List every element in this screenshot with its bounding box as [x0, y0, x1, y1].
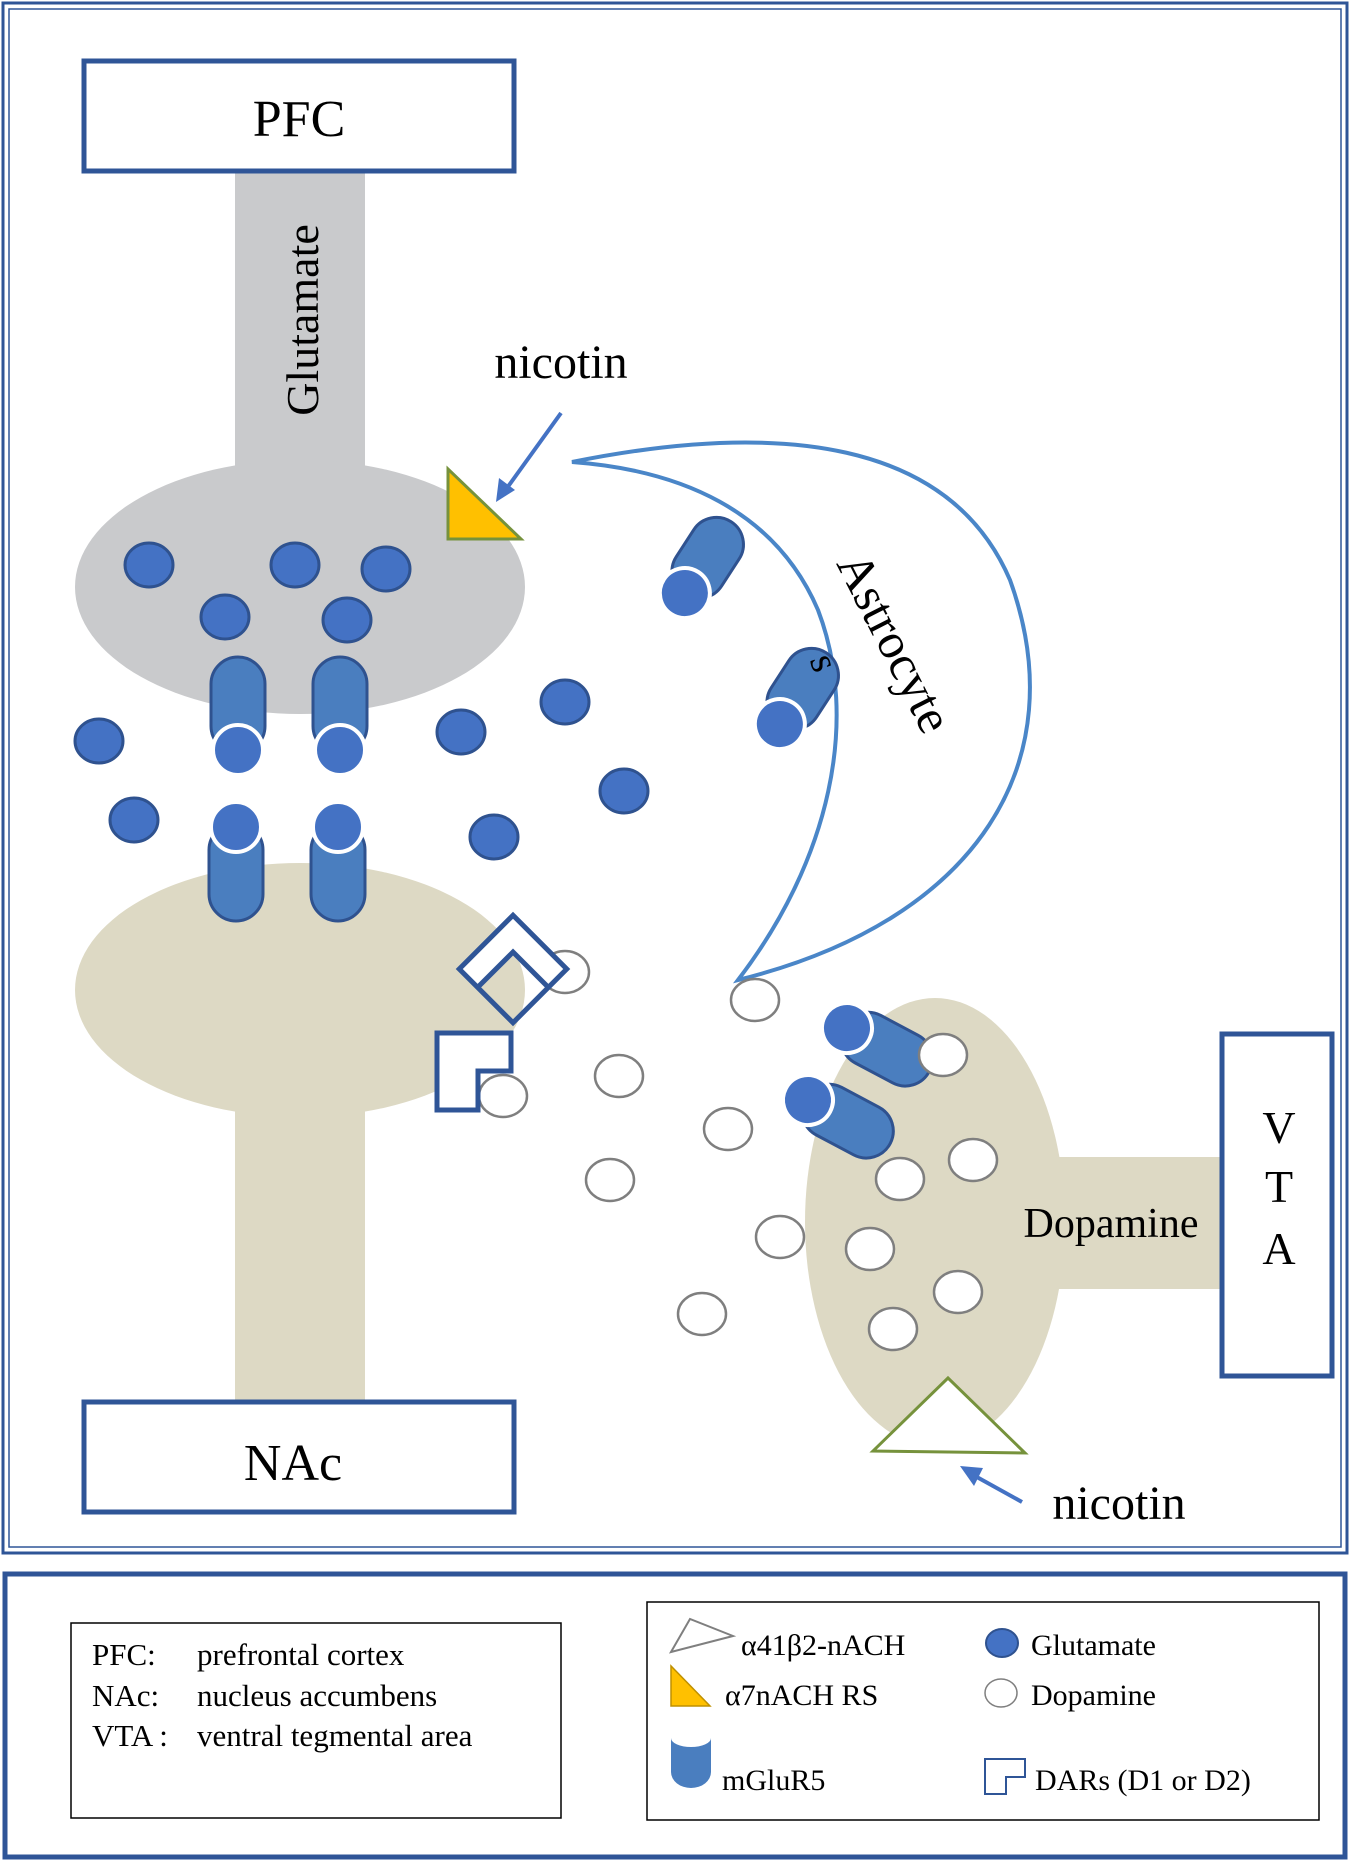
dopamine-pathway-label: Dopamine — [1024, 1201, 1199, 1247]
legend-glutamate-icon — [985, 1628, 1019, 1658]
dar-receptor-upper — [455, 911, 571, 1027]
vta-axon — [1040, 1157, 1230, 1289]
vta-label-a: A — [1262, 1223, 1295, 1274]
nac-receptor-left — [207, 800, 265, 923]
nicotin-arrow-top — [496, 411, 563, 502]
main-panel-frame — [1, 1, 1349, 1555]
dopamine-molecule — [874, 1156, 926, 1202]
dopamine-molecule — [867, 1306, 919, 1352]
legend-panel-frame — [2, 1571, 1348, 1860]
glutamate-molecule — [199, 593, 251, 641]
alpha7-nach-receptor — [446, 465, 525, 541]
nac-label: NAc — [244, 1435, 342, 1492]
nac-box: NAc — [81, 1399, 517, 1515]
abbr-vta: VTA : — [92, 1718, 168, 1753]
dopamine-molecule — [593, 1053, 645, 1099]
abbr-nac-meaning: nucleus accumbens — [197, 1678, 437, 1713]
glutamate-molecules — [73, 541, 650, 861]
glutamate-molecule — [435, 708, 487, 756]
glutamate-pathway-label: Glutamate — [277, 224, 328, 416]
abbr-vta-meaning: ventral tegmental area — [197, 1718, 473, 1753]
vta-receptor-2 — [780, 1073, 895, 1160]
nicotin-label-bottom: nicotin — [1052, 1477, 1185, 1530]
legend-dopamine-label: Dopamine — [1031, 1679, 1156, 1712]
astrocyte-outline — [571, 440, 1032, 984]
legend-a41b2-label: α41β2-nACH — [741, 1629, 905, 1662]
nac-receptor-right — [309, 800, 367, 923]
dopamine-molecule — [702, 1106, 754, 1152]
vta-label-t: T — [1265, 1161, 1293, 1212]
legend-mglur5-label: mGluR5 — [722, 1764, 825, 1797]
abbr-pfc: PFC: — [92, 1637, 156, 1672]
astrocyte-receptor-2 — [752, 646, 840, 752]
dopamine-molecule — [477, 1073, 529, 1119]
nicotin-label-top: nicotin — [494, 336, 627, 389]
abbreviation-list: PFC: prefrontal cortex NAc: nucleus accu… — [92, 1637, 473, 1753]
abbr-nac: NAc: — [92, 1678, 159, 1713]
legend-a41b2-icon — [668, 1617, 737, 1654]
glutamate-molecule — [360, 545, 412, 593]
symbol-legend: α41β2-nACH α7nACH RS mGluR5 Glutamate Do… — [668, 1617, 1251, 1797]
glutamate-molecule — [598, 767, 650, 815]
abbr-pfc-meaning: prefrontal cortex — [197, 1637, 405, 1672]
nac-terminal — [75, 863, 525, 1117]
glutamate-molecule — [269, 541, 321, 589]
nac-neuron — [75, 863, 525, 1405]
dopamine-molecule — [917, 1032, 969, 1078]
dopamine-molecule — [947, 1137, 999, 1183]
glutamate-molecule — [108, 796, 160, 844]
legend-alpha7-label: α7nACH RS — [725, 1679, 878, 1712]
legend-mglur5-icon — [671, 1738, 711, 1788]
glutamate-molecule — [321, 596, 373, 644]
glutamate-molecule — [539, 678, 591, 726]
nac-axon — [235, 1080, 365, 1405]
nicotin-arrow-bottom — [960, 1466, 1023, 1504]
vta-box: V T A — [1219, 1031, 1335, 1379]
dopamine-molecule — [676, 1291, 728, 1337]
glutamate-molecule — [73, 717, 125, 765]
legend-dars-label: DARs (D1 or D2) — [1035, 1764, 1251, 1797]
pfc-receptor-right — [311, 655, 369, 777]
dar-receptor-lower — [434, 1030, 514, 1113]
pfc-box: PFC — [81, 58, 517, 174]
glutamate-molecule — [468, 813, 520, 861]
symbol-legend-box — [646, 1601, 1320, 1821]
pfc-receptor-left — [209, 655, 267, 777]
legend-alpha7-icon — [670, 1664, 712, 1707]
a41b2-nach-receptor — [869, 1375, 1029, 1455]
dopamine-molecule — [932, 1269, 984, 1315]
dopamine-molecule — [584, 1157, 636, 1203]
pfc-label: PFC — [253, 91, 346, 148]
legend-glutamate-label: Glutamate — [1031, 1629, 1156, 1662]
dopamine-molecule — [754, 1214, 806, 1260]
legend-dars-icon — [984, 1758, 1026, 1795]
dopamine-molecule — [729, 977, 781, 1023]
main-panel-frame-inner — [8, 8, 1342, 1548]
legend-dopamine-icon — [984, 1678, 1018, 1708]
vta-label-v: V — [1262, 1102, 1295, 1153]
pfc-axon — [235, 170, 365, 470]
glutamate-molecule — [123, 541, 175, 589]
astrocyte-receptor-1 — [657, 515, 745, 621]
dopamine-molecule — [844, 1226, 896, 1272]
abbreviation-box — [70, 1622, 562, 1819]
